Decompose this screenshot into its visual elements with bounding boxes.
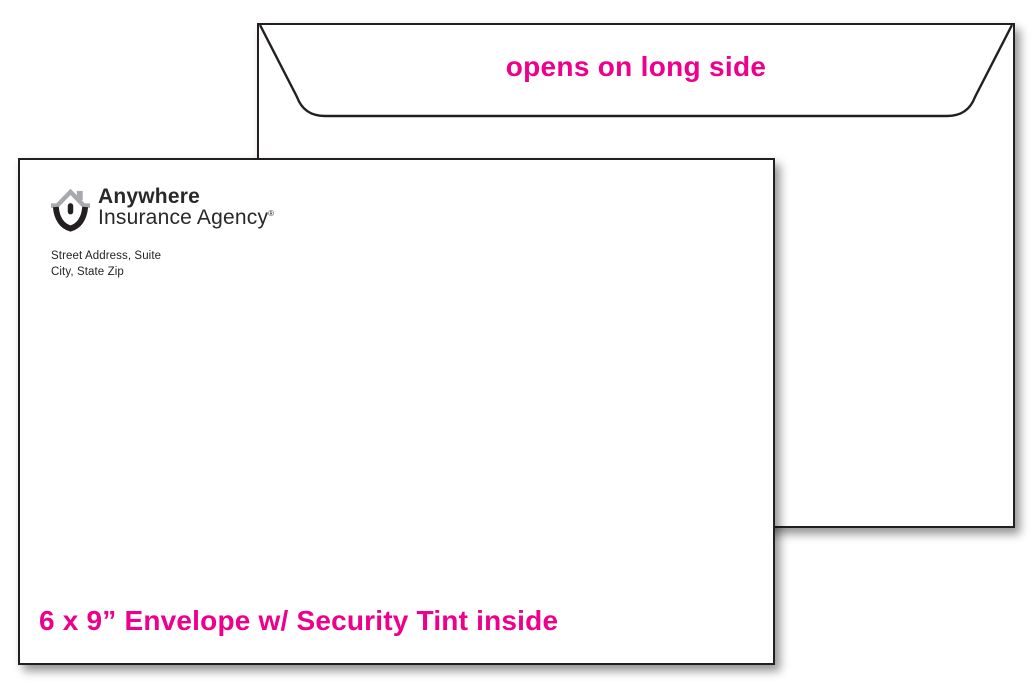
- product-caption: 6 x 9” Envelope w/ Security Tint inside: [39, 605, 559, 636]
- brand-name: Anywhere: [98, 185, 200, 208]
- house-shield-icon: [50, 188, 91, 232]
- envelope-front: Anywhere Insurance Agency® Street Addres…: [18, 158, 775, 665]
- brand-subname-text: Insurance Agency: [98, 206, 269, 229]
- address-line1: Street Address, Suite: [51, 250, 162, 262]
- brand-logo: Anywhere Insurance Agency®: [49, 186, 274, 232]
- sender-address: Street Address, Suite City, State Zip: [51, 248, 161, 280]
- brand-subname: Insurance Agency®: [98, 207, 274, 229]
- registered-trademark: ®: [268, 209, 275, 218]
- envelope-flap-outline: [259, 25, 1013, 118]
- flap-label: opens on long side: [505, 51, 767, 82]
- address-line2: City, State Zip: [51, 266, 124, 278]
- brand-text: Anywhere Insurance Agency®: [98, 186, 274, 229]
